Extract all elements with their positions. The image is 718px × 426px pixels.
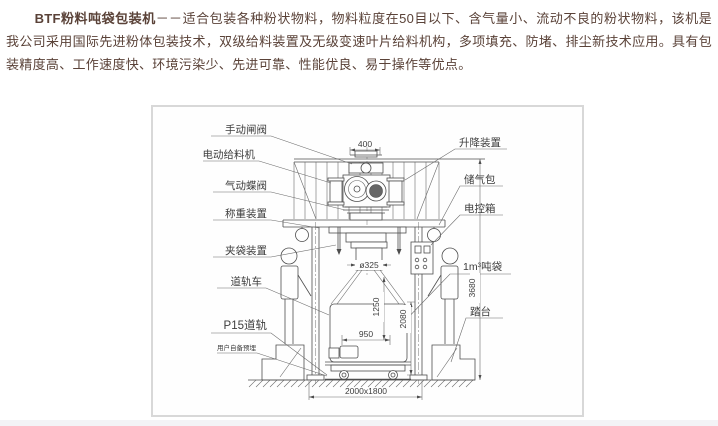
dimension-base: 2000x1800 xyxy=(308,381,423,400)
dimension-950: 950 xyxy=(341,329,391,345)
inlet xyxy=(354,150,378,158)
packaging-machine-drawing: 手动闸阀 电动给料机 气动蝶阀 称重装置 夹袋装置 道轨车 P15道轨 用户自备… xyxy=(203,123,511,400)
trolley-wheel xyxy=(388,370,398,380)
label-step-platform: 踏台 xyxy=(470,305,491,318)
right-step-platform xyxy=(431,344,476,381)
label-p15-rail: P15道轨 xyxy=(224,318,268,332)
trolley-wheel xyxy=(339,370,349,380)
dim-bag-width: 950 xyxy=(359,329,373,339)
intro-paragraph: BTF粉料吨袋包装机－－适合包装各种粉状物料，物料粒度在50目以下、含气量小、流… xyxy=(6,7,712,76)
part-labels: 手动闸阀 电动给料机 气动蝶阀 称重装置 夹袋装置 道轨车 P15道轨 用户自备… xyxy=(203,123,503,352)
dim-base-footprint: 2000x1800 xyxy=(345,386,387,396)
label-rail-car: 道轨车 xyxy=(231,275,263,288)
dim-spout-diameter: ø325 xyxy=(359,260,379,270)
label-user-prepared-embedment: 用户自备预埋 xyxy=(217,343,257,352)
label-pneumatic-butterfly-valve: 气动蝶阀 xyxy=(225,179,267,192)
bag-clamp-rods xyxy=(337,227,401,249)
trolley-motor xyxy=(328,347,340,359)
leader-lines xyxy=(203,135,511,377)
dim-right-height: 2080 xyxy=(398,309,408,328)
rail-trolley xyxy=(325,345,411,381)
bottom-strip xyxy=(0,420,718,426)
dim-bag-height: 1250 xyxy=(371,297,381,316)
label-lifting-device: 升降装置 xyxy=(459,136,501,149)
left-cylinder xyxy=(329,180,343,203)
left-step-platform xyxy=(261,344,305,381)
intro-body-text: －－适合包装各种粉状物料，物料粒度在50目以下、含气量小、流动不良的粉状物料，该… xyxy=(6,11,712,72)
dimension-2080: 2080 xyxy=(398,301,415,376)
dimension-400: 400 xyxy=(349,139,381,155)
dimension-3680: 3680 xyxy=(467,159,482,380)
machine-diagram-figure: 手动闸阀 电动给料机 气动蝶阀 称重装置 夹袋装置 道轨车 P15道轨 用户自备… xyxy=(151,105,584,417)
product-name: BTF粉料吨袋包装机 xyxy=(34,11,156,26)
dimension-spout: ø325 xyxy=(347,260,391,270)
dim-total-height: 3680 xyxy=(467,278,477,297)
feeder-assembly xyxy=(327,150,405,221)
valve-handwheel xyxy=(360,162,372,174)
left-operator-figure xyxy=(280,247,312,344)
label-ton-bag: 1m³吨袋 xyxy=(463,260,503,273)
right-cylinder xyxy=(388,180,403,203)
label-manual-gate-valve: 手动闸阀 xyxy=(225,123,267,136)
dimension-1250: 1250 xyxy=(371,277,386,340)
label-bag-clamping-device: 夹袋装置 xyxy=(225,244,267,257)
electric-control-box xyxy=(410,241,434,275)
label-weighing-device: 称重装置 xyxy=(225,207,267,220)
dim-inlet-width: 400 xyxy=(358,139,372,149)
label-electric-feeder: 电动给料机 xyxy=(203,148,256,161)
